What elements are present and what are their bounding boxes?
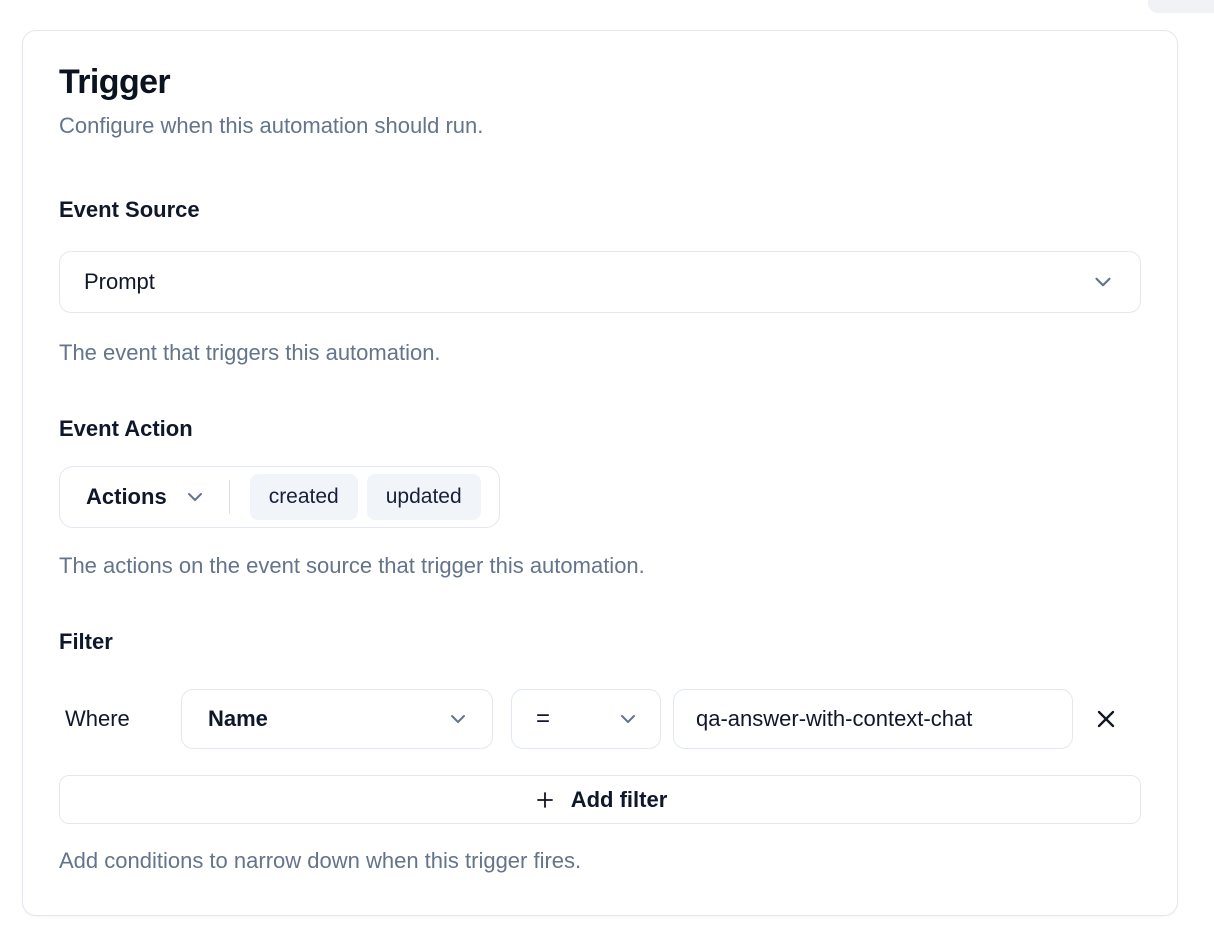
event-action-label: Event Action bbox=[59, 416, 193, 442]
chevron-down-icon bbox=[616, 707, 640, 731]
trigger-card: Trigger Configure when this automation s… bbox=[22, 30, 1178, 916]
filter-operator-select[interactable]: = bbox=[511, 689, 661, 750]
selected-actions-list: created updated bbox=[249, 473, 481, 520]
actions-dropdown-label: Actions bbox=[86, 483, 167, 509]
add-filter-button[interactable]: Add filter bbox=[59, 775, 1141, 825]
event-source-selected-value: Prompt bbox=[84, 268, 155, 294]
event-action-control: Actions created updated bbox=[59, 465, 500, 528]
event-action-help: The actions on the event source that tri… bbox=[59, 552, 645, 578]
add-filter-label: Add filter bbox=[570, 786, 668, 812]
chevron-down-icon bbox=[183, 485, 207, 509]
actions-dropdown-button[interactable]: Actions bbox=[86, 484, 207, 510]
chevron-down-icon bbox=[1090, 269, 1116, 295]
event-source-help: The event that triggers this automation. bbox=[59, 339, 441, 365]
close-icon bbox=[1092, 705, 1120, 733]
filter-value-input[interactable] bbox=[673, 689, 1073, 750]
plus-icon bbox=[533, 788, 557, 812]
filter-field-select[interactable]: Name bbox=[181, 689, 493, 750]
cutoff-top-right-element bbox=[1148, 0, 1214, 13]
filter-condition-row: Where Name = bbox=[59, 689, 1141, 750]
remove-filter-button[interactable] bbox=[1085, 698, 1127, 740]
chevron-down-icon bbox=[446, 707, 470, 731]
action-chip-updated[interactable]: updated bbox=[366, 473, 481, 520]
action-chip-created[interactable]: created bbox=[249, 473, 358, 520]
page-subtitle: Configure when this automation should ru… bbox=[59, 112, 484, 138]
filter-field-selected-value: Name bbox=[208, 706, 268, 732]
filter-help: Add conditions to narrow down when this … bbox=[59, 848, 582, 874]
event-source-select[interactable]: Prompt bbox=[59, 250, 1141, 313]
filter-label: Filter bbox=[59, 629, 113, 655]
where-label: Where bbox=[65, 706, 130, 732]
vertical-divider bbox=[228, 479, 230, 514]
event-source-label: Event Source bbox=[59, 197, 200, 223]
filter-operator-selected-value: = bbox=[536, 705, 551, 733]
page-title: Trigger bbox=[59, 63, 171, 101]
